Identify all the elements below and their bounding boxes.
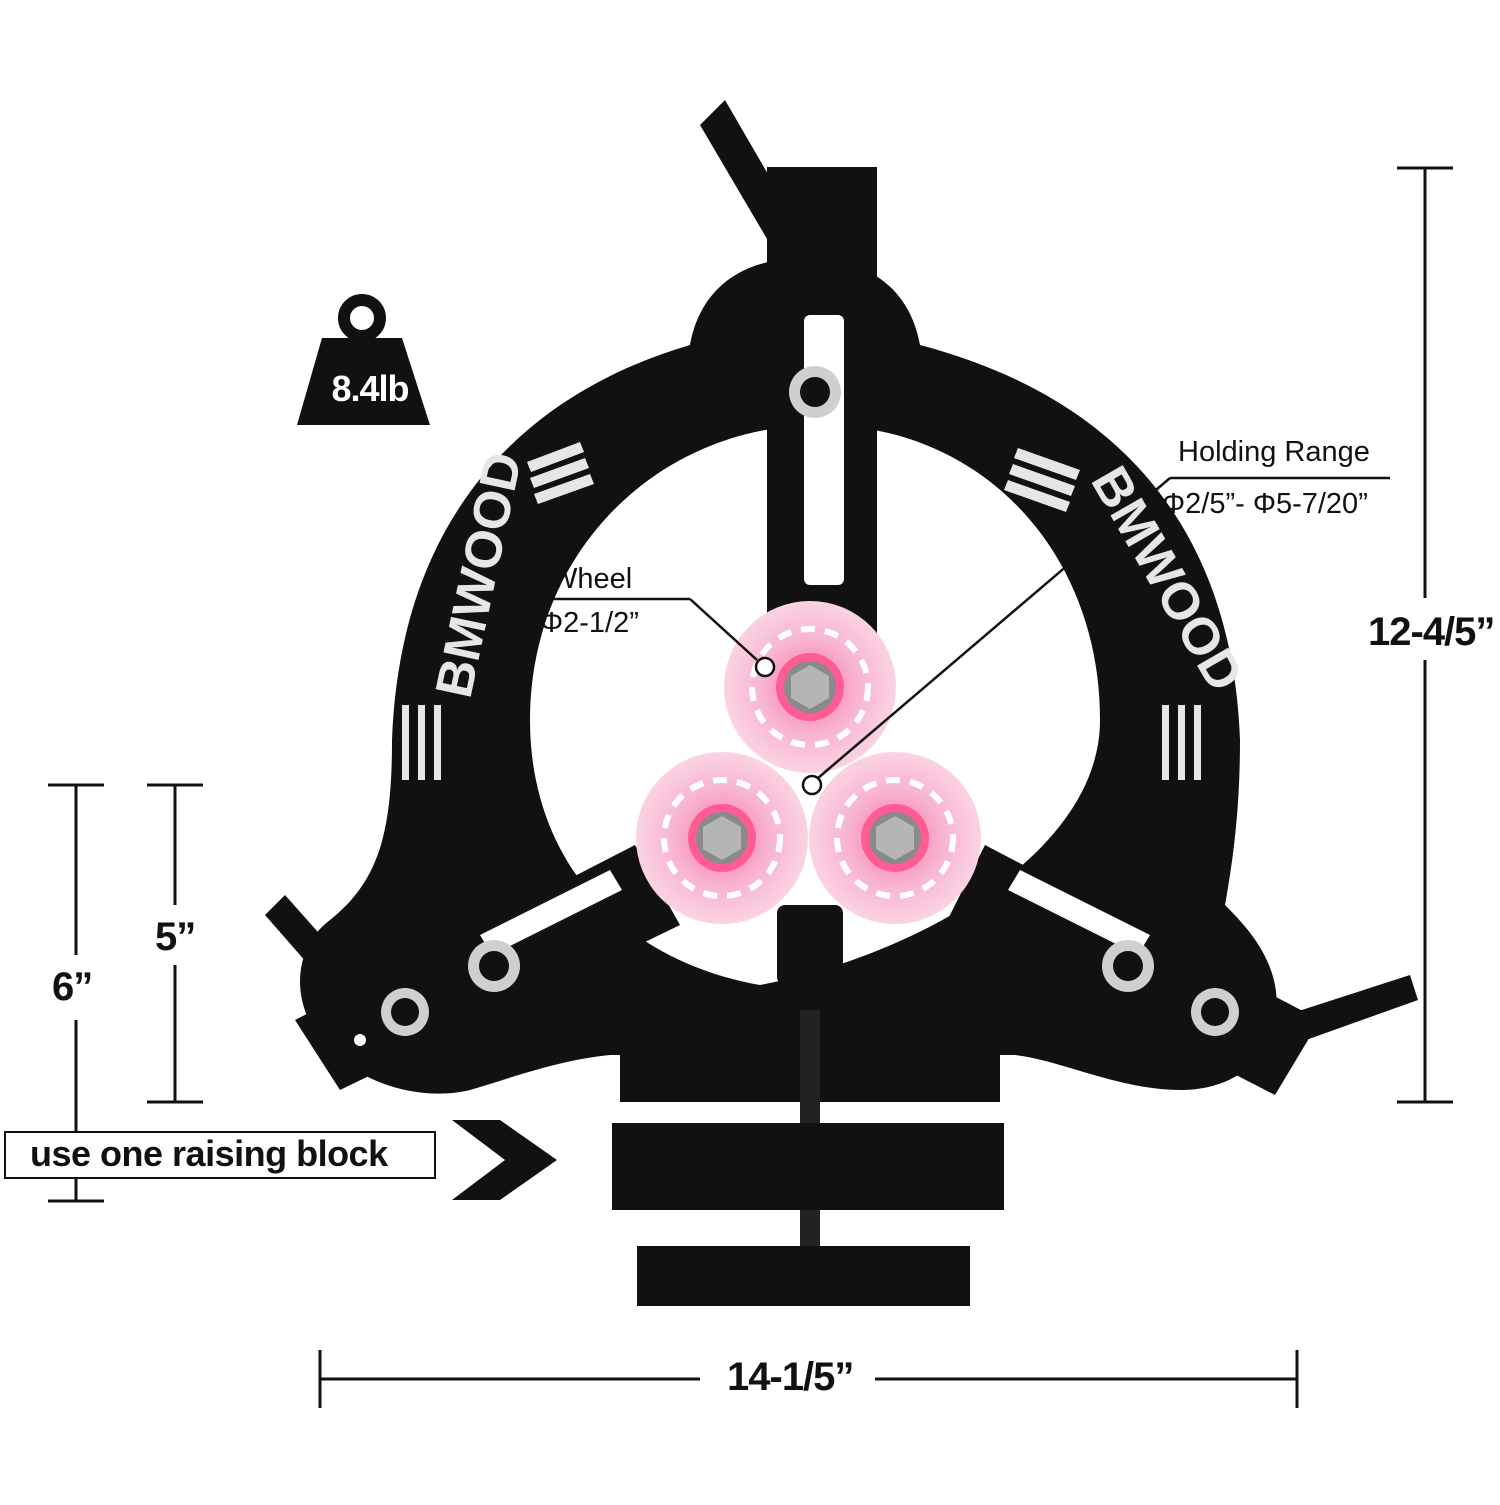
- washers: [354, 366, 1239, 1046]
- wheel-top: [724, 601, 896, 773]
- raising-block-note-box: [4, 1131, 436, 1179]
- wheel-right: [809, 752, 981, 924]
- holding-range-value: Φ2/5”- Φ5-7/20”: [1162, 488, 1368, 520]
- ring-stripes: [402, 442, 1201, 780]
- wheel-left: [636, 752, 808, 924]
- wheel-label: Wheel: [550, 563, 633, 595]
- height-with-block-dimension: 6”: [52, 965, 93, 1009]
- raising-block: [612, 1123, 1004, 1210]
- callout-lines: [530, 476, 1390, 796]
- center-height-dimension: 5”: [155, 915, 196, 959]
- width-dimension: 14-1/5”: [727, 1355, 854, 1399]
- holding-range-label: Holding Range: [1178, 436, 1370, 468]
- dimension-lines: [48, 166, 1453, 1408]
- weight-icon: [297, 294, 430, 425]
- wheel-diameter: Φ2-1/2”: [540, 607, 639, 639]
- chevron-right-icon: [452, 1120, 557, 1200]
- base-plate: [637, 1246, 970, 1306]
- weight-label: 8.4lb: [331, 368, 409, 409]
- raising-block-note: use one raising block: [30, 1133, 388, 1174]
- height-dimension: 12-4/5”: [1368, 610, 1495, 654]
